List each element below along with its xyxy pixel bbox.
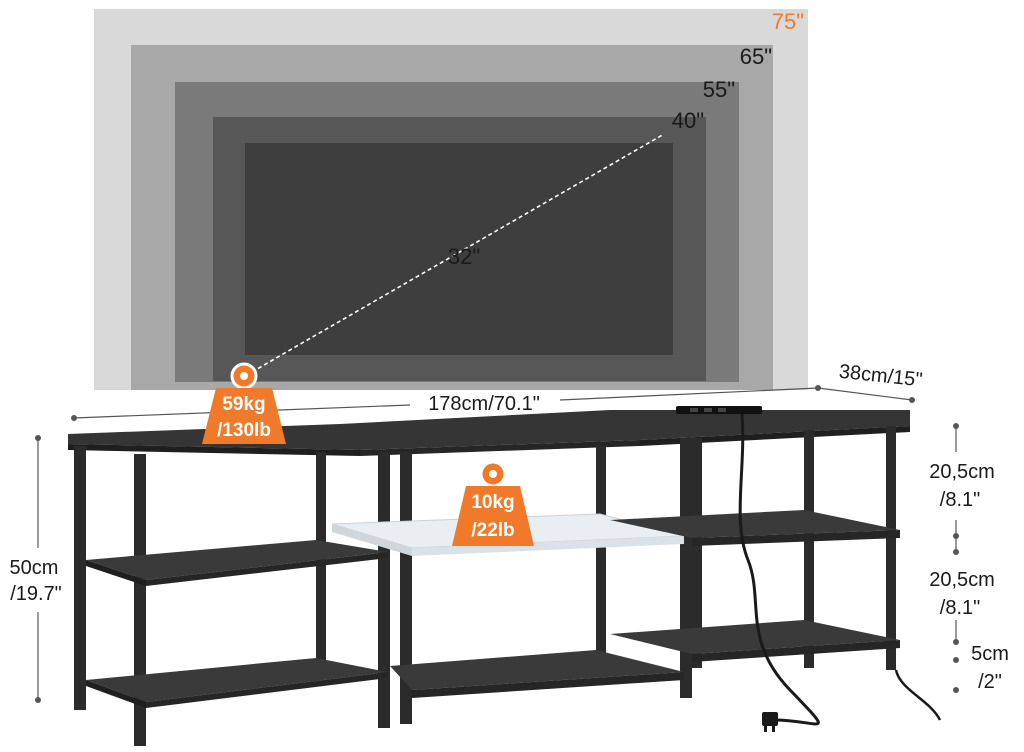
height-label-cm: 50cm: [10, 557, 59, 579]
depth-dimension: 38cm/15": [817, 361, 924, 403]
size-label-65: 65": [740, 44, 772, 69]
right-bottom-shelf: [610, 620, 900, 654]
size-label-40: 40": [672, 108, 704, 133]
shelf-gap-dimensions: 20,5cm /8.1" 20,5cm /8.1" 5cm /2": [929, 423, 1009, 693]
left-bottom-shelf: [86, 658, 388, 702]
upper-gap-cm: 20,5cm: [929, 461, 995, 483]
tv-size-comparison: 75" 65" 55" 40" 32": [94, 9, 808, 390]
shelf-load-badge: 10kg /22lb: [452, 460, 534, 546]
plug-icon: [762, 712, 778, 732]
power-strip-icon: [676, 406, 762, 414]
size-label-32: 32": [448, 244, 480, 269]
top-load-lb: /130lb: [217, 420, 271, 441]
tv-32-screen: [245, 143, 673, 355]
middle-gap-cm: 20,5cm: [929, 569, 995, 591]
floor-gap-cm: 5cm: [971, 643, 1009, 665]
right-middle-shelf: [610, 510, 900, 538]
shelf-load-lb: /22lb: [471, 520, 514, 541]
width-label: 178cm/70.1": [428, 393, 540, 415]
power-cable: [738, 413, 820, 726]
depth-label: 38cm/15": [838, 361, 924, 392]
width-dimension: 178cm/70.1": [71, 385, 821, 421]
top-load-kg: 59kg: [222, 394, 265, 415]
top-load-badge: 59kg /130lb: [202, 362, 286, 444]
top-board: [68, 410, 910, 450]
height-dimension: 50cm /19.7": [10, 435, 62, 703]
floor-gap-in: /2": [978, 671, 1002, 693]
size-label-75: 75": [772, 9, 804, 34]
screen-diagonal: [251, 133, 665, 373]
upper-gap-in: /8.1": [940, 489, 980, 511]
left-middle-shelf: [86, 540, 388, 580]
height-label-in: /19.7": [10, 583, 62, 605]
center-bottom-shelf: [390, 650, 684, 690]
middle-gap-in: /8.1": [940, 597, 980, 619]
size-label-55: 55": [703, 77, 735, 102]
tv-stand: [68, 406, 942, 746]
shelf-load-kg: 10kg: [471, 492, 514, 513]
